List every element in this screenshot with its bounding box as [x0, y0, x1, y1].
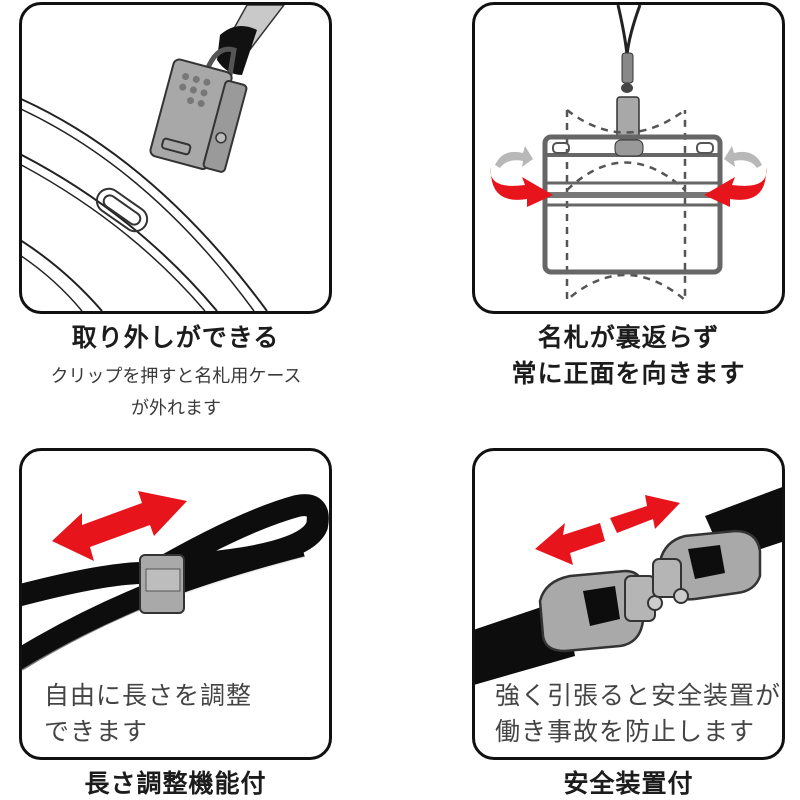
inner-text-line-2: できます — [44, 717, 149, 746]
breakaway-buckle-illustration — [475, 487, 782, 685]
feature-panel-length-adjust: 自由に長さを調整 できます — [19, 448, 332, 760]
strap-adjust-illustration — [22, 491, 329, 671]
inner-text-line-1: 自由に長さを調整 — [44, 681, 253, 710]
feature-title-no-flip-line-1: 名札が裏返らず — [537, 323, 720, 352]
feature-panel-safety: 強く引張ると安全装置が 働き事故を防止します — [472, 448, 785, 760]
feature-panel-no-flip — [472, 2, 785, 314]
feature-title-detachable: 取り外しができる — [71, 323, 280, 352]
feature-title-length-adjust: 長さ調整機能付 — [84, 769, 267, 798]
feature-title-no-flip-line-2: 常に正面を向きます — [511, 359, 746, 388]
feature-description-line-2: が外れます — [131, 398, 221, 419]
inner-text-line-1: 強く引張ると安全装置が — [495, 681, 782, 710]
feature-description-line-1: クリップを押すと名札用ケース — [50, 366, 302, 387]
clip-detach-illustration — [22, 5, 285, 311]
inner-text-line-2: 働き事故を防止します — [495, 717, 756, 746]
feature-panel-detachable — [19, 2, 332, 314]
badge-rotation-illustration — [490, 5, 767, 303]
feature-title-safety: 安全装置付 — [563, 769, 694, 798]
